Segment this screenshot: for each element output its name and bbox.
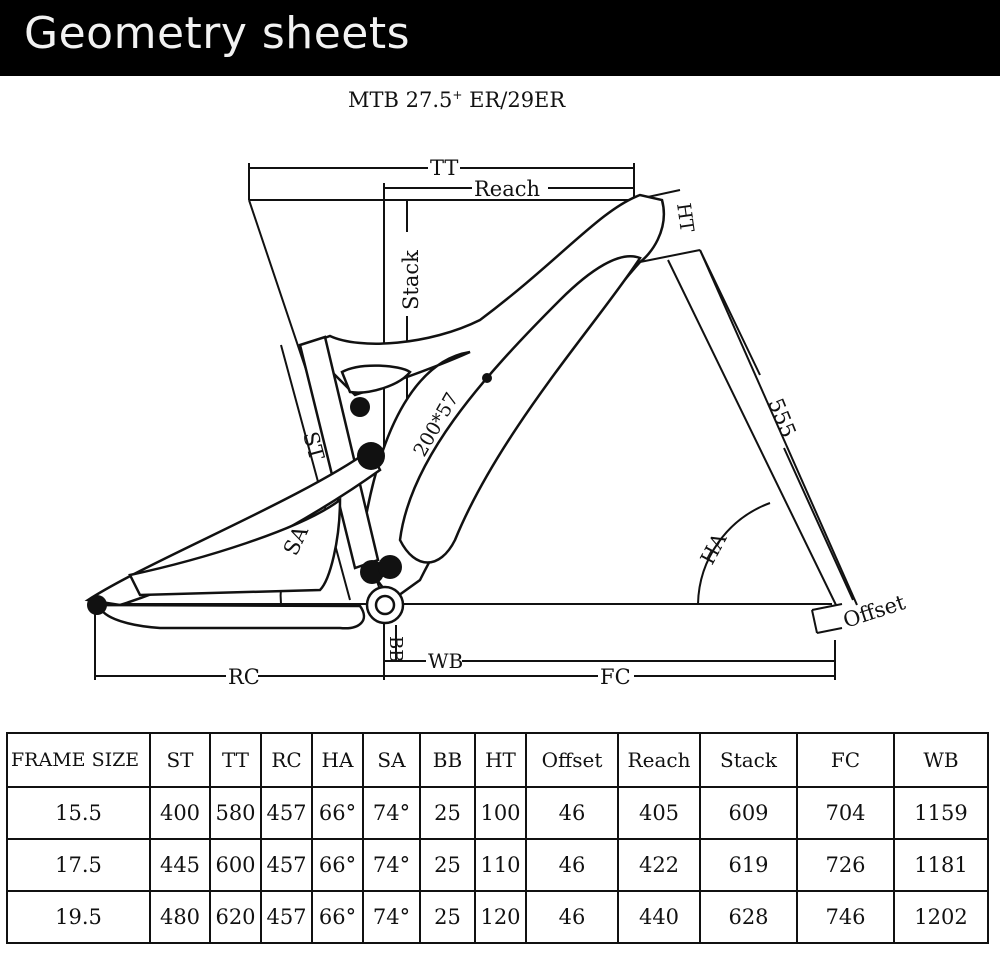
frame-geometry-diagram: TT Reach HT Stack 200*57 555 ST SA HA Of…	[84, 156, 909, 689]
label-wb: WB	[428, 649, 463, 673]
diagram-title-tail: ER/29ER	[462, 88, 566, 112]
label-reach: Reach	[474, 177, 540, 201]
cell-tt: 620	[209, 890, 262, 944]
cell-tt: 600	[209, 838, 262, 892]
cell-bb: 25	[419, 786, 476, 840]
cell-st: 480	[149, 890, 211, 944]
cell-wb: 1159	[893, 786, 989, 840]
cell-rc: 457	[260, 838, 313, 892]
cell-bb: 25	[419, 838, 476, 892]
header-ht: HT	[474, 732, 527, 788]
cell-frame-size: 19.5	[6, 890, 151, 944]
cell-stack: 628	[699, 890, 798, 944]
cell-ha: 66°	[311, 890, 364, 944]
cell-ht: 120	[474, 890, 527, 944]
page-title: Geometry sheets	[24, 8, 411, 59]
cell-st: 400	[149, 786, 211, 840]
label-bb: BB	[385, 636, 406, 662]
cell-reach: 440	[617, 890, 701, 944]
cell-offset: 46	[525, 890, 619, 944]
cell-frame-size: 17.5	[6, 838, 151, 892]
cell-frame-size: 15.5	[6, 786, 151, 840]
cell-fc: 746	[796, 890, 895, 944]
header-frame-size: FRAME SIZE	[6, 732, 151, 788]
header-rc: RC	[260, 732, 313, 788]
diagram-title: MTB 27.5+ ER/29ER	[348, 88, 565, 112]
label-ht: HT	[672, 202, 698, 234]
header-wb: WB	[893, 732, 989, 788]
cell-rc: 457	[260, 786, 313, 840]
cell-stack: 609	[699, 786, 798, 840]
cell-ht: 110	[474, 838, 527, 892]
header-tt: TT	[209, 732, 262, 788]
header-bar: Geometry sheets	[0, 0, 1000, 76]
cell-bb: 25	[419, 890, 476, 944]
table-row: 17.5 445 600 457 66° 74° 25 110 46 422 6…	[6, 838, 989, 892]
header-ha: HA	[311, 732, 364, 788]
header-st: ST	[149, 732, 211, 788]
cell-ht: 100	[474, 786, 527, 840]
cell-wb: 1202	[893, 890, 989, 944]
cell-offset: 46	[525, 786, 619, 840]
cell-reach: 422	[617, 838, 701, 892]
diagram-title-main: MTB 27.5	[348, 88, 453, 112]
header-sa: SA	[362, 732, 421, 788]
cell-wb: 1181	[893, 838, 989, 892]
cell-rc: 457	[260, 890, 313, 944]
header-fc: FC	[796, 732, 895, 788]
cell-tt: 580	[209, 786, 262, 840]
diagram-title-sup: +	[452, 88, 463, 102]
table-header-row: FRAME SIZE ST TT RC HA SA BB HT Offset R…	[6, 732, 989, 788]
cell-reach: 405	[617, 786, 701, 840]
cell-st: 445	[149, 838, 211, 892]
cell-fc: 704	[796, 786, 895, 840]
cell-ha: 66°	[311, 786, 364, 840]
label-fc: FC	[600, 665, 631, 689]
label-tt: TT	[430, 156, 458, 180]
cell-sa: 74°	[362, 890, 421, 944]
geometry-table: FRAME SIZE ST TT RC HA SA BB HT Offset R…	[6, 732, 989, 944]
header-stack: Stack	[699, 732, 798, 788]
cell-sa: 74°	[362, 838, 421, 892]
header-bb: BB	[419, 732, 476, 788]
cell-stack: 619	[699, 838, 798, 892]
header-offset: Offset	[525, 732, 619, 788]
cell-ha: 66°	[311, 838, 364, 892]
cell-offset: 46	[525, 838, 619, 892]
table-row: 19.5 480 620 457 66° 74° 25 120 46 440 6…	[6, 890, 989, 944]
cell-fc: 726	[796, 838, 895, 892]
label-rc: RC	[228, 665, 260, 689]
cell-sa: 74°	[362, 786, 421, 840]
label-stack: Stack	[399, 250, 423, 310]
label-ha: HA	[695, 528, 731, 568]
header-reach: Reach	[617, 732, 701, 788]
table-row: 15.5 400 580 457 66° 74° 25 100 46 405 6…	[6, 786, 989, 840]
label-fork-length: 555	[763, 395, 800, 441]
